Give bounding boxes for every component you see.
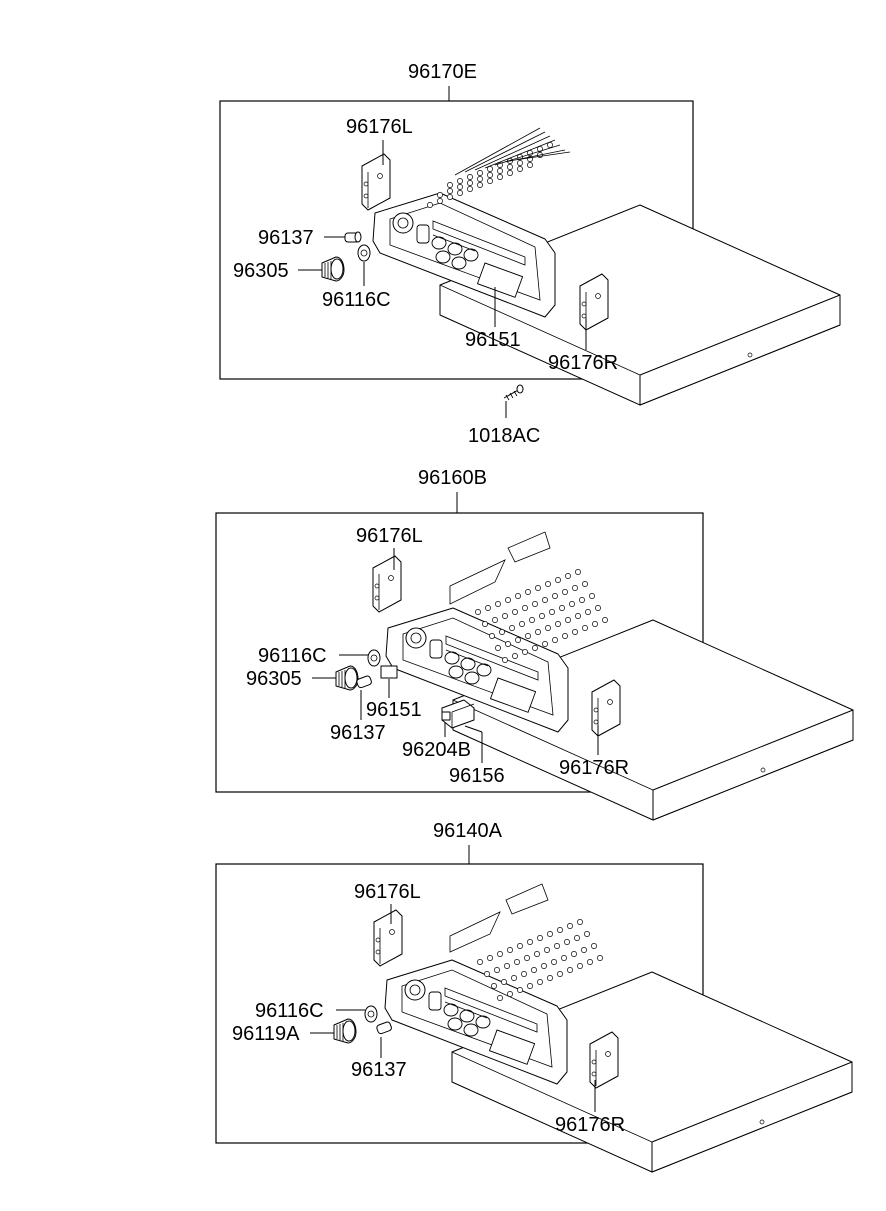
- leader-line: [464, 725, 483, 733]
- part-label-bracket-right: 96176R: [548, 352, 618, 374]
- part-label-knob: 96119A: [232, 1023, 300, 1045]
- part-label-pin: 96137: [258, 227, 314, 249]
- screw-drawing: [503, 384, 524, 401]
- part-label-cover: 96151: [465, 329, 521, 351]
- radio-unit-drawing: [372, 127, 841, 406]
- part-label-washer: 96116C: [258, 645, 327, 667]
- part-label-bracket-left: 96176L: [356, 525, 423, 547]
- washer-drawing: [367, 649, 381, 667]
- part-label-connector-a: 96204B: [402, 739, 471, 761]
- part-label-bracket-left: 96176L: [346, 116, 413, 138]
- part-label-cover: 96151: [366, 699, 422, 721]
- cover-drawing: [380, 665, 398, 679]
- pin-drawing: [344, 231, 362, 243]
- pin-drawing: [356, 675, 372, 689]
- part-label-connector-b: 96156: [449, 765, 505, 787]
- washer-drawing: [364, 1005, 378, 1023]
- assembly-group-96140a: 96140A 96176L 96116C 96119A 96137: [215, 820, 853, 1173]
- part-label-pin: 96137: [330, 722, 386, 744]
- assembly-label: 96140A: [433, 820, 503, 842]
- radio-unit-drawing: [384, 883, 853, 1173]
- bracket-left-drawing: [361, 153, 391, 211]
- knob-drawing: [333, 1018, 357, 1044]
- part-label-bracket-right: 96176R: [559, 757, 629, 779]
- radio-unit-drawing: [385, 531, 854, 821]
- knob-drawing: [321, 256, 345, 282]
- screw-part: 1018AC: [468, 384, 540, 447]
- assembly-label: 96160B: [418, 467, 487, 489]
- assembly-label: 96170E: [408, 61, 477, 83]
- assembly-group-96160b: 96160B 96176L: [215, 467, 854, 821]
- pin-drawing: [376, 1021, 392, 1035]
- part-label-bracket-right: 96176R: [555, 1114, 625, 1136]
- connector-drawing: [441, 699, 475, 729]
- washer-drawing: [357, 244, 371, 262]
- part-label-washer: 96116C: [322, 289, 391, 311]
- part-label-knob: 96305: [233, 260, 289, 282]
- part-label-screw: 1018AC: [468, 425, 540, 447]
- bracket-left-drawing: [373, 909, 403, 967]
- knob-drawing: [335, 665, 359, 691]
- part-label-washer: 96116C: [255, 1000, 324, 1022]
- bracket-left-drawing: [372, 555, 402, 613]
- part-label-pin: 96137: [351, 1059, 407, 1081]
- part-label-bracket-left: 96176L: [354, 881, 421, 903]
- assembly-group-96170e: 96170E 96176L 96137 96305 96116C 96151: [219, 61, 841, 406]
- part-label-knob: 96305: [246, 668, 302, 690]
